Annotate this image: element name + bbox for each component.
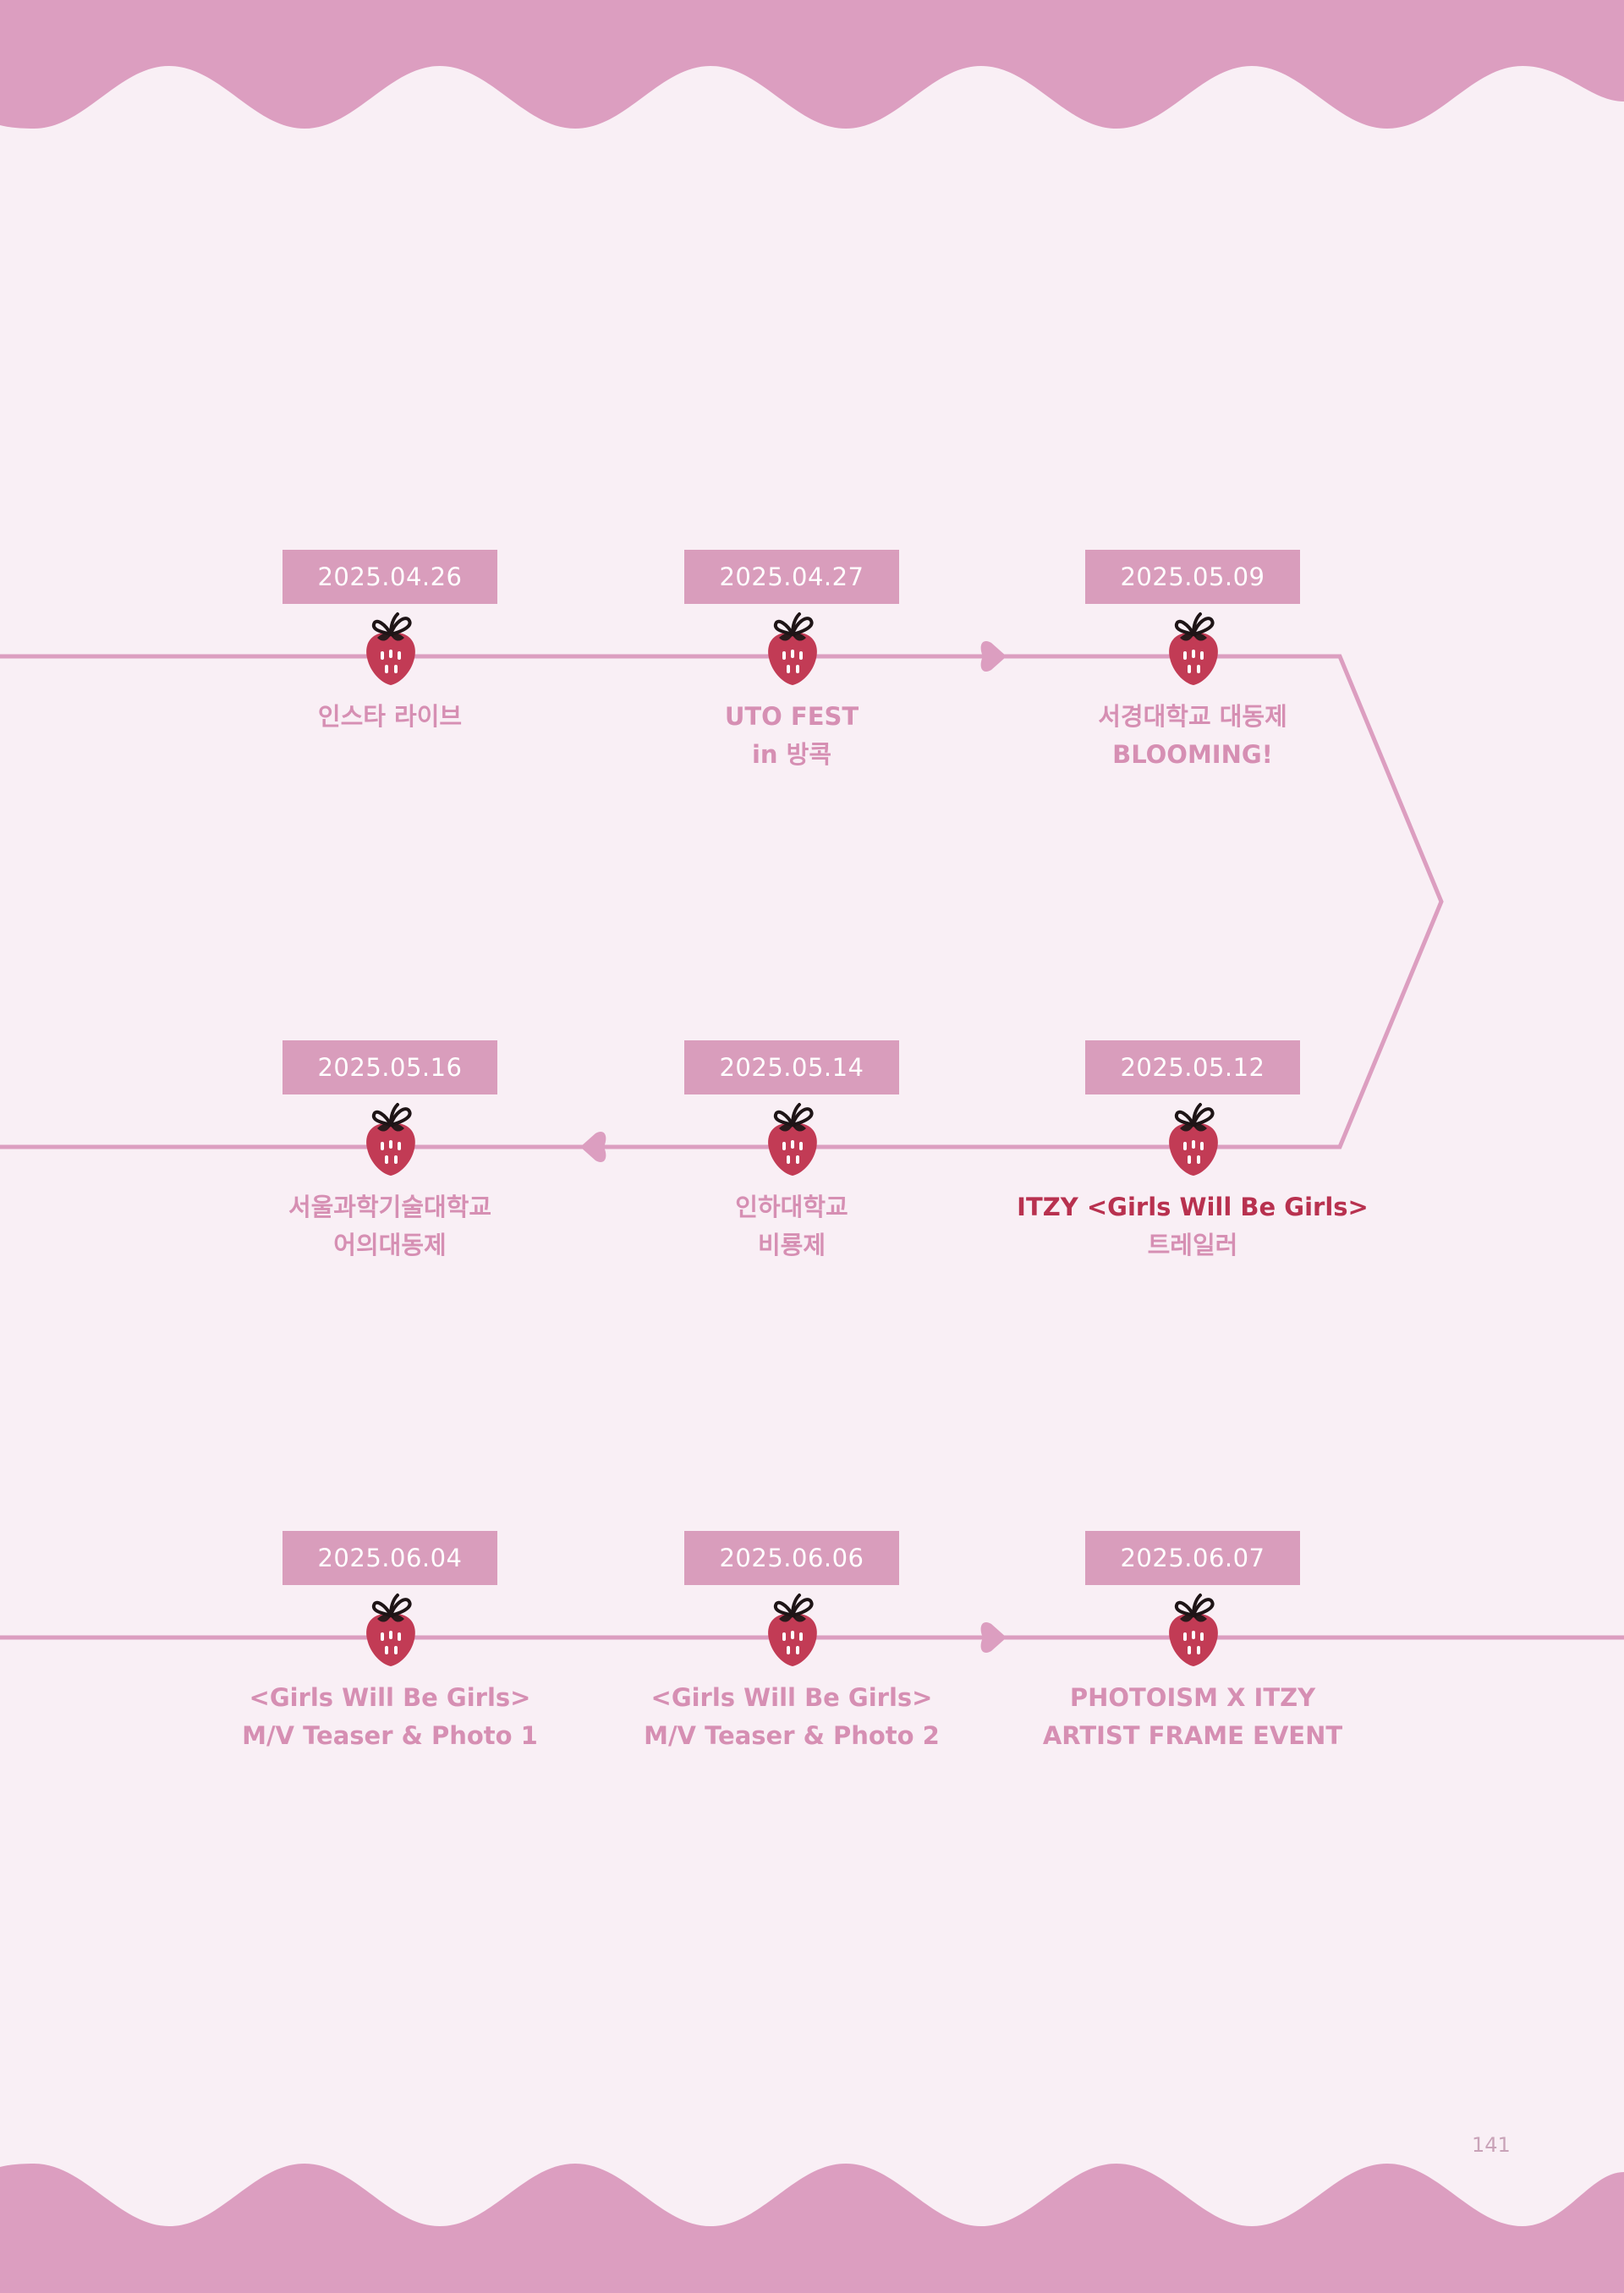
timeline-path-upper [0, 654, 1444, 1149]
event-subtitle: ARTIST FRAME EVENT [1042, 1721, 1343, 1750]
event-title: PHOTOISM X ITZY [1069, 1683, 1316, 1712]
event-title: UTO FEST [724, 702, 859, 731]
event-date-badge: 2025.06.04 [283, 1531, 497, 1585]
strawberry-icon [360, 609, 421, 687]
event-subtitle: M/V Teaser & Photo 1 [242, 1721, 538, 1750]
event-title: <Girls Will Be Girls> [650, 1683, 933, 1712]
bottom-wave-border [0, 2164, 1624, 2293]
event-subtitle: 비룡제 [757, 1231, 826, 1259]
event-date-badge: 2025.06.07 [1085, 1531, 1300, 1585]
strawberry-icon [1163, 1100, 1224, 1177]
event-date-badge: 2025.05.12 [1085, 1040, 1300, 1094]
event-date-badge: 2025.04.26 [283, 550, 497, 604]
event-subtitle: BLOOMING! [1112, 740, 1273, 769]
event-title: <Girls Will Be Girls> [249, 1683, 531, 1712]
event-label: 인스타 라이브 [212, 698, 568, 736]
heart-arrow-icon [980, 640, 1007, 672]
strawberry-icon [1163, 609, 1224, 687]
event-label: ITZY <Girls Will Be Girls> 트레일러 [1015, 1188, 1370, 1264]
strawberry-icon [762, 1590, 823, 1668]
event-label: UTO FEST in 방콕 [614, 698, 969, 774]
event-date-badge: 2025.05.16 [283, 1040, 497, 1094]
event-subtitle: M/V Teaser & Photo 2 [644, 1721, 940, 1750]
event-label: 서울과학기술대학교 어의대동제 [212, 1188, 568, 1264]
strawberry-icon [360, 1590, 421, 1668]
event-date-badge: 2025.05.09 [1085, 550, 1300, 604]
event-title: 인스타 라이브 [317, 702, 463, 731]
strawberry-icon [360, 1100, 421, 1177]
top-wave-border [0, 0, 1624, 129]
event-label: 인하대학교 비룡제 [614, 1188, 969, 1264]
event-date-badge: 2025.06.06 [684, 1531, 899, 1585]
event-title: 인하대학교 [735, 1193, 848, 1221]
event-subtitle: 어의대동제 [333, 1231, 447, 1259]
event-subtitle: in 방콕 [751, 740, 832, 769]
strawberry-icon [762, 609, 823, 687]
event-title: 서울과학기술대학교 [288, 1193, 492, 1221]
event-label: <Girls Will Be Girls> M/V Teaser & Photo… [614, 1679, 969, 1755]
page-number: 141 [1472, 2133, 1511, 2157]
event-date-badge: 2025.05.14 [684, 1040, 899, 1094]
event-title: 서경대학교 대동제 [1098, 702, 1287, 731]
event-subtitle: 트레일러 [1147, 1231, 1238, 1259]
heart-arrow-icon [980, 1621, 1007, 1654]
heart-arrow-icon [580, 1131, 606, 1163]
strawberry-icon [1163, 1590, 1224, 1668]
event-date-badge: 2025.04.27 [684, 550, 899, 604]
event-label: PHOTOISM X ITZY ARTIST FRAME EVENT [1015, 1679, 1370, 1755]
event-label: <Girls Will Be Girls> M/V Teaser & Photo… [212, 1679, 568, 1755]
event-label: 서경대학교 대동제 BLOOMING! [1015, 698, 1370, 774]
event-title: ITZY <Girls Will Be Girls> [1017, 1193, 1369, 1221]
strawberry-icon [762, 1100, 823, 1177]
